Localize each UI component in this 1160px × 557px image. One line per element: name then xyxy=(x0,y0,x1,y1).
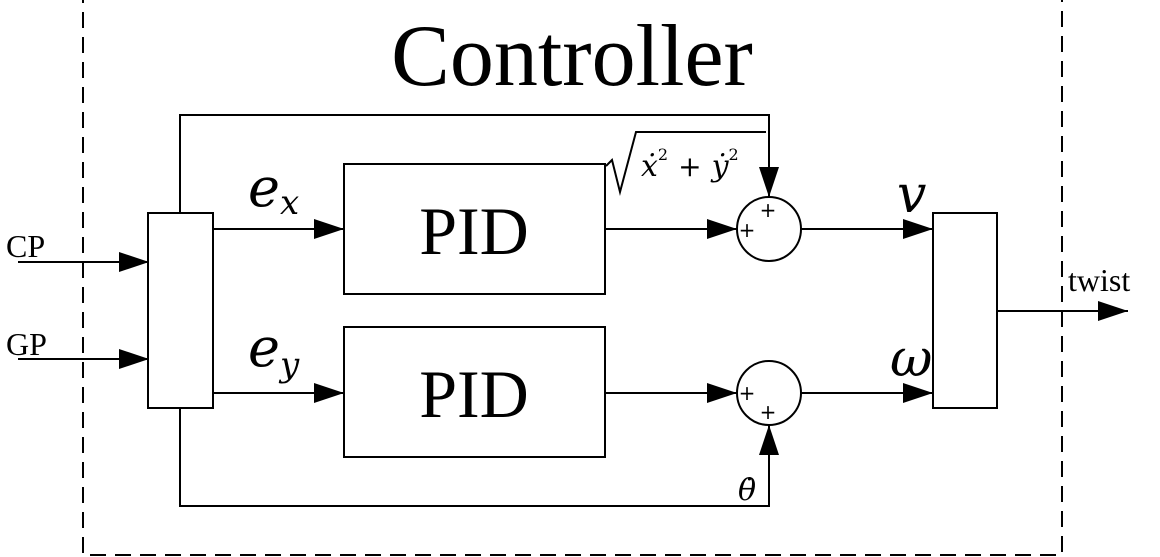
sum-sign-linear-top: + xyxy=(760,198,777,222)
input-label-gp: GP xyxy=(6,326,47,362)
input-label-cp: CP xyxy=(6,228,45,264)
controller-boundary xyxy=(82,0,1063,556)
v-label: v xyxy=(897,165,926,225)
sum-sign-angular-left: + xyxy=(739,381,756,405)
error-computation-block xyxy=(147,212,214,409)
ey-label: ey xyxy=(248,316,300,385)
sum-sign-angular-bottom: + xyxy=(760,400,777,424)
twist-mux-block xyxy=(932,212,998,409)
diagram-title: Controller xyxy=(391,8,753,105)
feedforward-path-angular-rate xyxy=(179,408,779,507)
svg-text:ẋ2+ẏ2: ẋ2+ẏ2 xyxy=(641,145,739,184)
sum-sign-linear-left: + xyxy=(739,218,756,242)
feedforward-path-speed xyxy=(179,114,779,213)
pid-block-linear xyxy=(343,163,606,295)
angular-rate-label: θ̇ xyxy=(738,473,756,508)
omega-label: ω xyxy=(890,329,932,389)
pid-block-angular xyxy=(343,326,606,458)
ex-label: ex xyxy=(248,156,299,223)
output-label-twist: twist xyxy=(1068,262,1130,298)
pid-label-linear: PID xyxy=(419,193,529,269)
pid-label-angular: PID xyxy=(419,356,529,432)
speed-magnitude-label: ẋ2+ẏ2 xyxy=(605,131,766,196)
